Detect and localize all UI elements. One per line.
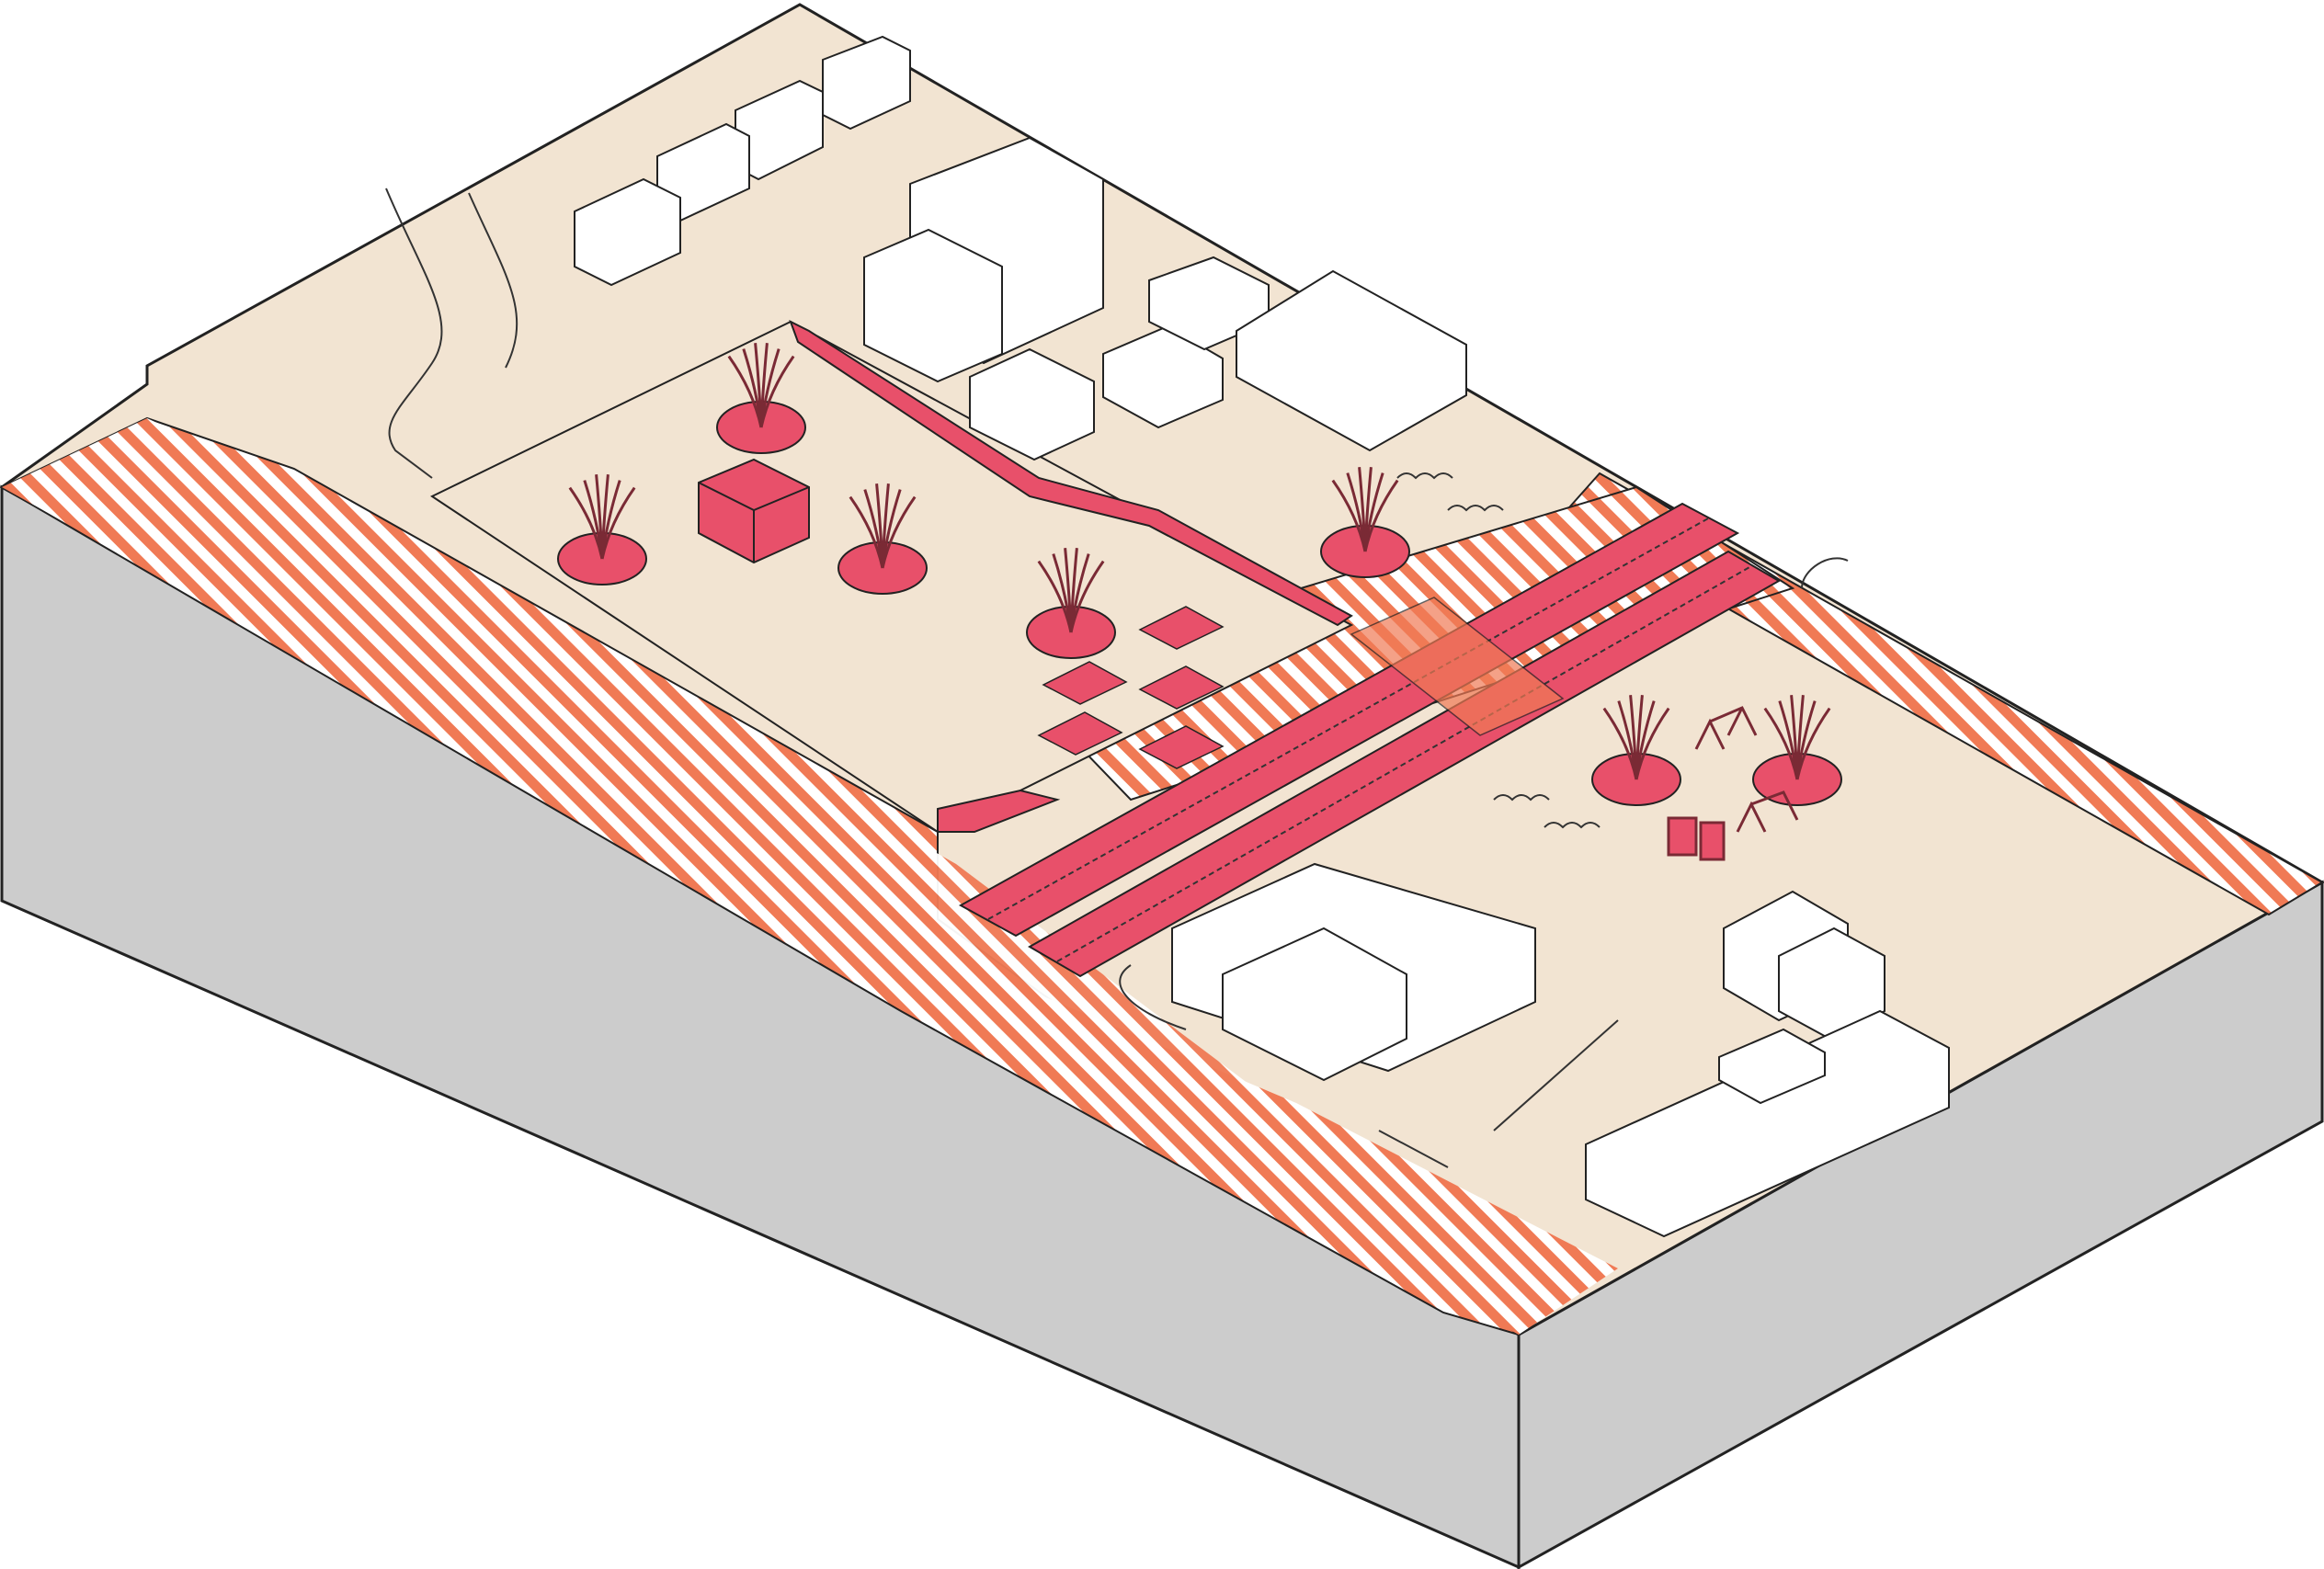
bike-rack-icon bbox=[1396, 472, 1453, 480]
building bbox=[969, 347, 1095, 461]
buildings bbox=[574, 35, 1950, 1238]
red-walkway bbox=[789, 319, 1353, 627]
building bbox=[1222, 927, 1407, 1082]
building bbox=[1778, 927, 1885, 1040]
building bbox=[1718, 1028, 1826, 1105]
tree-stem bbox=[600, 486, 636, 560]
tree-stem bbox=[881, 495, 917, 569]
bike-rack-icon bbox=[1544, 822, 1601, 829]
plaza-corner-red bbox=[937, 789, 1061, 833]
swing-icon bbox=[1736, 790, 1799, 833]
bike-rack-icon bbox=[1447, 505, 1504, 512]
kiosk bbox=[698, 458, 810, 564]
swing-icon bbox=[1694, 706, 1758, 750]
building bbox=[574, 177, 681, 287]
market-pads bbox=[1037, 606, 1225, 769]
playground bbox=[1667, 706, 1799, 861]
building bbox=[863, 228, 1003, 383]
lower-road-hatch bbox=[883, 928, 1618, 1335]
bike-racks bbox=[1396, 472, 1601, 829]
tree-stem bbox=[1069, 560, 1105, 633]
building bbox=[1236, 269, 1467, 452]
building bbox=[1585, 1009, 1950, 1238]
rail-track-2 bbox=[1056, 565, 1752, 962]
tree-stem bbox=[1363, 479, 1399, 552]
tree-stem bbox=[1635, 707, 1670, 780]
tree-stem bbox=[1795, 707, 1831, 780]
tree-stem bbox=[759, 355, 795, 428]
crosswalk bbox=[1350, 597, 1565, 736]
road-lines bbox=[385, 188, 1849, 1168]
bike-rack-icon bbox=[1493, 794, 1550, 802]
tree-stems bbox=[568, 343, 1831, 780]
